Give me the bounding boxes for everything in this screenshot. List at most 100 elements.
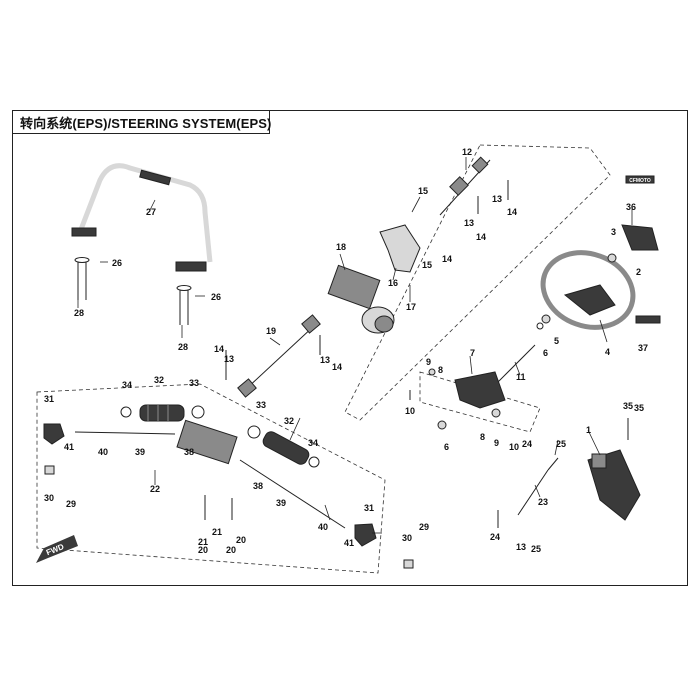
part-label-13c: 13 [224,354,234,364]
upper-column-part [439,156,491,216]
part-label-11: 11 [516,372,526,382]
diagram-frame [12,110,688,586]
part-label-15b: 15 [422,260,432,270]
part-number-labels: 1 2 3 4 5 6 6 7 8 8 9 9 10 10 11 12 13 1… [44,147,648,555]
part-label-38b: 38 [253,481,263,491]
part-label-35a: 35 [623,401,633,411]
part-label-38a: 38 [184,447,194,457]
part-label-3: 3 [611,227,616,237]
part-label-33b: 33 [256,400,266,410]
part-label-13e: 13 [516,542,526,552]
column-bracket-part [379,224,421,273]
part-label-19: 19 [266,326,276,336]
part-label-40a: 40 [98,447,108,457]
part-label-14a: 14 [507,207,517,217]
part-label-41a: 41 [64,442,74,452]
part-label-26b: 26 [211,292,221,302]
part-label-22: 22 [150,484,160,494]
part-label-21a: 21 [198,537,208,547]
steering-column-group-outline [344,144,611,421]
part-label-9a: 9 [426,357,431,367]
part-label-10b: 10 [509,442,519,452]
tie-rod-end-left [43,423,65,445]
damper-part [517,457,559,516]
part-label-20c: 20 [236,535,246,545]
part-label-23: 23 [538,497,548,507]
part-label-40b: 40 [318,522,328,532]
part-label-28a: 28 [74,308,84,318]
steering-wheel-part [540,250,636,330]
rack-boot-left [139,404,185,422]
part-label-37: 37 [638,343,648,353]
part-label-1: 1 [586,425,591,435]
part-label-14d: 14 [214,344,224,354]
part-label-34b: 34 [308,438,318,448]
grab-handle-part [71,163,213,272]
part-label-12: 12 [462,147,472,157]
part-label-14b: 14 [476,232,486,242]
part-label-7: 7 [470,348,475,358]
part-label-32a: 32 [154,375,164,385]
part-label-32b: 32 [284,416,294,426]
column-support-part [454,371,506,409]
title-box [12,110,270,134]
part-label-26a: 26 [112,258,122,268]
steering-shaft-group-outline [419,371,541,433]
part-label-20b: 20 [226,545,236,555]
intermediate-shaft-part [237,314,321,398]
rack-boot-right [262,431,310,465]
part-label-21b: 21 [212,527,222,537]
part-label-30a: 30 [44,493,54,503]
part-label-24a: 24 [490,532,500,542]
part-label-2: 2 [636,267,641,277]
tie-rod-end-right [354,523,377,547]
eps-motor-part [327,264,395,334]
part-label-29b: 29 [419,522,429,532]
part-label-29a: 29 [66,499,76,509]
part-label-13d: 13 [320,355,330,365]
part-label-13b: 13 [464,218,474,228]
fasteners [204,180,629,528]
part-label-13a: 13 [492,194,502,204]
part-label-4: 4 [605,347,610,357]
part-label-30b: 30 [402,533,412,543]
airbag-label-text: CFMOTO [629,178,651,184]
part-label-27: 27 [146,207,156,217]
part-label-25a: 25 [556,439,566,449]
leader-lines [77,157,633,534]
part-label-41b: 41 [344,538,354,548]
part-label-8a: 8 [438,365,443,375]
part-label-25b: 25 [531,544,541,554]
part-label-6a: 6 [543,348,548,358]
part-label-39b: 39 [276,498,286,508]
part-label-39a: 39 [135,447,145,457]
part-label-16: 16 [388,278,398,288]
part-label-6b: 6 [444,442,449,452]
steering-rack-part [74,419,346,529]
page-title: 转向系统(EPS)/STEERING SYSTEM(EPS) [20,116,272,131]
part-label-31b: 31 [364,503,374,513]
part-label-9b: 9 [494,438,499,448]
part-label-15a: 15 [418,186,428,196]
part-label-36: 36 [626,202,636,212]
part-label-35b: 35 [634,403,644,413]
part-label-5: 5 [554,336,559,346]
part-label-8b: 8 [480,432,485,442]
part-label-10a: 10 [405,406,415,416]
steering-rack-group-outline [36,383,386,574]
part-label-17: 17 [406,302,416,312]
part-label-33a: 33 [189,378,199,388]
wheel-cover-part: CFMOTO [621,175,661,324]
part-label-24b: 24 [522,439,532,449]
handle-bolts [74,257,192,325]
pedal-assembly-part [587,449,641,521]
part-label-34a: 34 [122,380,132,390]
part-label-18: 18 [336,242,346,252]
fwd-arrow-icon: FWD [36,535,78,563]
part-label-14c: 14 [442,254,452,264]
part-label-28b: 28 [178,342,188,352]
part-label-20a: 20 [198,545,208,555]
part-label-14e: 14 [332,362,342,372]
part-label-31a: 31 [44,394,54,404]
